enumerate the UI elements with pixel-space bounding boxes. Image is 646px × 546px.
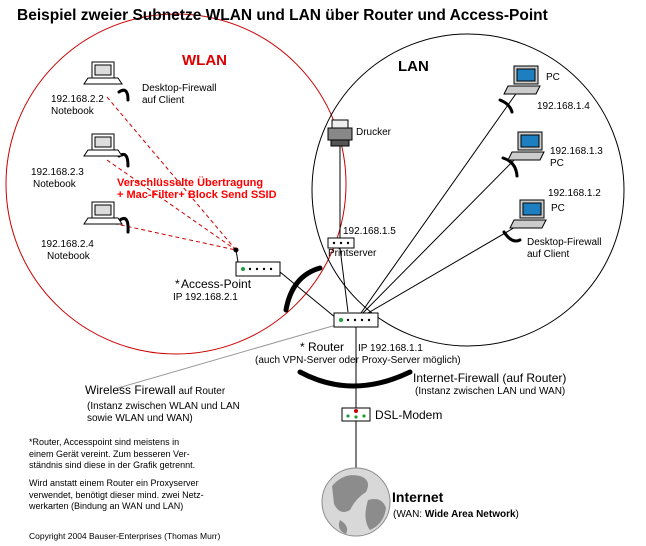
encryption-label: Verschlüsselte Übertragung + Mac-Filter+…	[117, 177, 277, 202]
access-point-icon	[233, 247, 281, 277]
internet-firewall-note: (Instanz zwischen LAN und WAN)	[415, 386, 566, 397]
wireless-firewall-note: (Instanz zwischen WLAN und LAN sowie WLA…	[87, 401, 240, 424]
pc-3-label: PC	[551, 203, 565, 214]
router-label: Router	[308, 340, 345, 354]
router-ip: IP 192.168.1.1	[358, 343, 423, 354]
notebook-1-ip: 192.168.2.2	[51, 94, 104, 105]
lan-heading: LAN	[398, 58, 429, 75]
access-point-label: Access-Point	[181, 277, 252, 291]
pc-1-icon	[503, 65, 541, 95]
page-title: Beispiel zweier Subnetze WLAN und LAN üb…	[17, 7, 548, 24]
proxy-footnote: Wird anstatt einem Router ein Proxyserve…	[29, 478, 204, 512]
copyright: Copyright 2004 Bauser-Enterprises (Thoma…	[29, 531, 221, 541]
wireless-firewall-suffix: auf Router	[175, 386, 226, 397]
internet-label: Internet	[392, 489, 444, 505]
access-point-star: *	[175, 277, 180, 291]
pc-1-ip: 192.168.1.4	[537, 101, 590, 112]
wireless-firewall-label: Wireless Firewall	[85, 383, 176, 397]
printserver-label: Printserver	[328, 248, 377, 259]
lan-circle	[311, 33, 625, 347]
wan-suffix: )	[515, 509, 519, 520]
pc-1-label: PC	[546, 72, 560, 83]
wireless-firewall-heading: Wireless Firewall auf Router	[85, 383, 226, 398]
pc-2-label: PC	[550, 158, 564, 169]
notebook-3-label: Notebook	[47, 251, 90, 262]
notebook-1-icon	[83, 61, 123, 85]
wan-name: Wide Area Network	[424, 509, 516, 520]
printer-label: Drucker	[356, 127, 392, 138]
notebook-2-icon	[83, 133, 123, 157]
pc-2-icon	[507, 131, 545, 161]
notebook-3-ip: 192.168.2.4	[41, 239, 94, 250]
notebook-1-label: Notebook	[51, 106, 94, 117]
printserver-ip: 192.168.1.5	[343, 226, 396, 237]
pc-3-ip: 192.168.1.2	[548, 188, 601, 199]
wan-caption: (WAN: Wide Area Network)	[393, 509, 519, 521]
dsl-modem-label: DSL-Modem	[375, 408, 443, 422]
wlan-client-firewall-label: Desktop-Firewall auf Client	[142, 83, 217, 106]
router-star: *	[300, 340, 305, 354]
router-icon	[333, 312, 379, 328]
printserver-icon	[327, 237, 355, 249]
access-point-ip: IP 192.168.2.1	[173, 292, 238, 303]
notebook-2-ip: 192.168.2.3	[31, 167, 84, 178]
pc-3-icon	[509, 199, 547, 229]
printer-icon	[327, 119, 353, 147]
firewall-arcs	[117, 88, 522, 389]
lan-links	[117, 87, 525, 475]
lan-client-firewall-label: Desktop-Firewall auf Client	[527, 237, 602, 260]
dsl-modem-icon	[341, 407, 371, 422]
router-note: (auch VPN-Server oder Proxy-Server mögli…	[255, 355, 461, 366]
internet-firewall-label: Internet-Firewall (auf Router)	[413, 371, 567, 385]
pc-2-ip: 192.168.1.3	[550, 146, 603, 157]
notebook-2-label: Notebook	[33, 179, 76, 190]
wlan-circle	[5, 13, 347, 355]
globe-icon	[321, 467, 391, 537]
wlan-heading: WLAN	[182, 52, 227, 69]
notebook-3-icon	[83, 201, 123, 225]
wireless-links	[106, 96, 237, 251]
router-footnote: *Router, Accesspoint sind meistens in ei…	[29, 437, 196, 471]
wan-prefix: (WAN:	[393, 509, 425, 520]
